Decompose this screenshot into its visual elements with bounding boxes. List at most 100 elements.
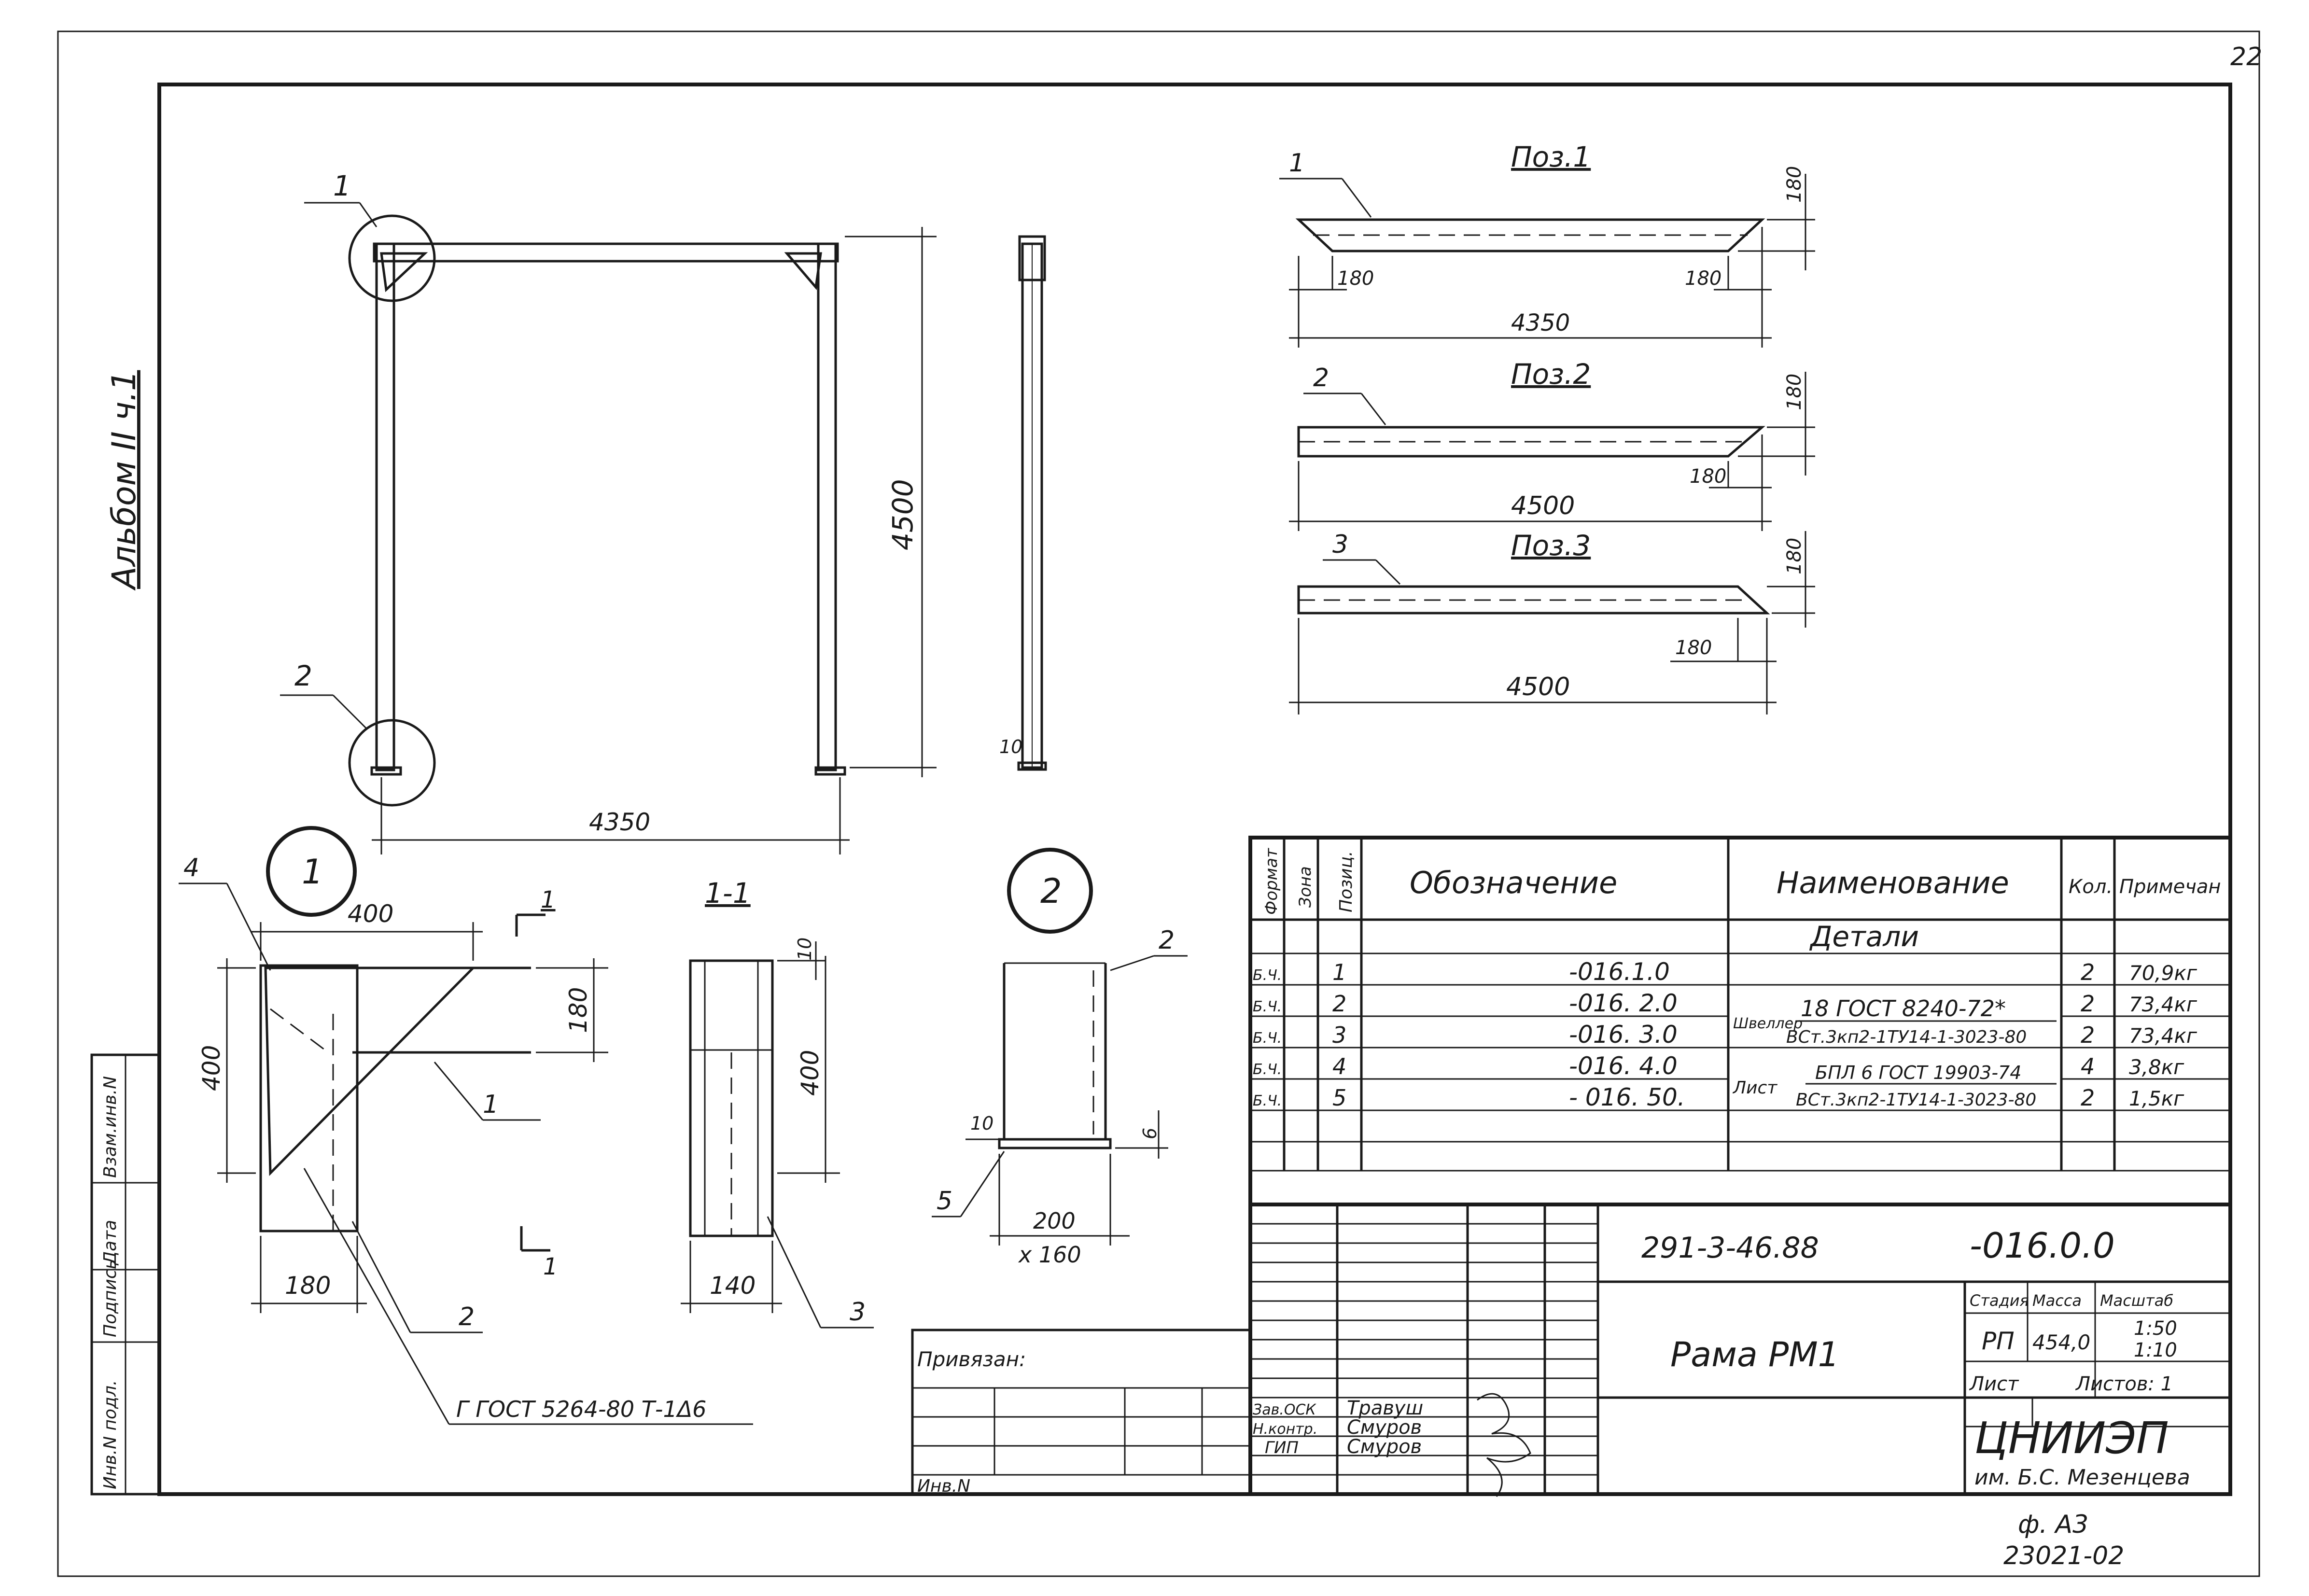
album-label: Альбом II ч.1 bbox=[105, 370, 143, 591]
spec-row-1-designation: -016.1.0 bbox=[1569, 958, 1670, 986]
side-stamp-sign: Подпись bbox=[100, 1259, 120, 1337]
node2-dim-weld: 10 bbox=[970, 1113, 994, 1134]
detail-circle-1 bbox=[348, 214, 436, 302]
sheets-label: Листов: 1 bbox=[2075, 1373, 2173, 1395]
pos2-title: Поз.2 bbox=[1511, 358, 1591, 391]
spec-header-note: Примечан bbox=[2119, 876, 2221, 898]
pos1-leader: 1 bbox=[1289, 149, 1305, 178]
title-block: 291-3-46.88 -016.0.0 Рама РМ1 Стадия Мас… bbox=[1248, 1203, 2232, 1497]
spec-row-5-pos: 5 bbox=[1332, 1085, 1346, 1111]
pos3-cut: 180 bbox=[1675, 637, 1712, 659]
width-dim: 4350 bbox=[589, 808, 650, 836]
pos2-height: 180 bbox=[1783, 374, 1805, 410]
stage-label: Стадия bbox=[1970, 1291, 2029, 1310]
signer-1-name: Травуш bbox=[1347, 1397, 1423, 1419]
spec-header-name: Наименование bbox=[1777, 865, 2009, 900]
spec-row-2-designation: -016. 2.0 bbox=[1569, 989, 1678, 1017]
frame-side-view: 10 bbox=[999, 235, 1047, 771]
doc-suffix: -016.0.0 bbox=[1970, 1225, 2115, 1266]
node1-label: 1 bbox=[302, 852, 323, 892]
pos2-drawing: Поз.2 2 180 4500 180 bbox=[1289, 358, 1815, 531]
pos2-leader: 2 bbox=[1313, 364, 1329, 392]
spec-row-4-note: 3,8кг bbox=[2129, 1055, 2184, 1079]
base-plate-right bbox=[814, 766, 846, 776]
pos3-height: 180 bbox=[1783, 538, 1805, 574]
spec-section-title: Детали bbox=[1809, 920, 1919, 953]
node1-pos-1: 1 bbox=[483, 1090, 499, 1119]
node2-detail: 2 2 5 10 6 200 x 160 bbox=[932, 848, 1188, 1268]
pos1-cut-right: 180 bbox=[1685, 267, 1721, 290]
spec-row-3-qty: 2 bbox=[2081, 1022, 2095, 1048]
drawing-name: Рама РМ1 bbox=[1670, 1335, 1839, 1374]
frame-elevation: 1 2 4350 4500 bbox=[280, 169, 937, 854]
spec-channel-top: 18 ГОСТ 8240-72* bbox=[1801, 995, 2006, 1022]
side-stamp: Инв.N подл. Подпись Дата Взам.инв.N bbox=[90, 1053, 161, 1496]
pos2-length: 4500 bbox=[1511, 491, 1575, 520]
side-stamp-inv: Инв.N подл. bbox=[100, 1380, 120, 1489]
spec-channel-bottom: ВСт.3кп2-1ТУ14-1-3023-80 bbox=[1786, 1027, 2027, 1047]
section-mark-top: 1 bbox=[541, 886, 556, 913]
spec-row-4-qty: 4 bbox=[2081, 1053, 2095, 1079]
org-sub: им. Б.С. Мезенцева bbox=[1974, 1465, 2190, 1490]
spec-row-2-pos: 2 bbox=[1332, 991, 1346, 1017]
spec-row-5-note: 1,5кг bbox=[2129, 1087, 2184, 1110]
node1-dim-top: 400 bbox=[348, 900, 393, 928]
doc-code: 291-3-46.88 bbox=[1641, 1231, 1819, 1265]
pos2-cut: 180 bbox=[1690, 465, 1726, 488]
spec-row-4-designation: -016. 4.0 bbox=[1569, 1052, 1678, 1080]
node1-detail: 1 400 400 180 180 4 1 2 Г ГОСТ 5264-80 Т… bbox=[179, 826, 753, 1425]
node1-dim-left: 400 bbox=[197, 1045, 225, 1091]
pos3-drawing: Поз.3 3 180 4500 180 bbox=[1289, 529, 1815, 714]
spec-row-4-fmt: Б.Ч. bbox=[1253, 1061, 1282, 1078]
sheet-label: Лист bbox=[1969, 1373, 2019, 1395]
section11-dim-side: 400 bbox=[796, 1050, 824, 1096]
node2-marker bbox=[1007, 848, 1093, 934]
section11-dim-bottom: 140 bbox=[710, 1272, 756, 1300]
pos3-title: Поз.3 bbox=[1511, 529, 1591, 562]
detail-circle-2 bbox=[348, 719, 436, 807]
spec-row-3-designation: -016. 3.0 bbox=[1569, 1021, 1678, 1049]
node1-pos-2: 2 bbox=[459, 1302, 475, 1331]
spec-header-pos: Позиц. bbox=[1336, 851, 1356, 912]
pos1-height: 180 bbox=[1783, 166, 1805, 203]
pos3-length: 4500 bbox=[1506, 672, 1570, 701]
spec-row-1-pos: 1 bbox=[1332, 959, 1346, 985]
spec-row-3-note: 73,4кг bbox=[2129, 1024, 2197, 1048]
base-plate-left bbox=[370, 766, 402, 776]
spec-sheet-word: Лист bbox=[1732, 1078, 1777, 1098]
pos1-length: 4350 bbox=[1511, 309, 1570, 336]
scale-label: Масштаб bbox=[2100, 1291, 2173, 1310]
spec-row-5-fmt: Б.Ч. bbox=[1253, 1092, 1282, 1109]
spec-row-5-qty: 2 bbox=[2081, 1085, 2095, 1111]
node1-dim-right: 180 bbox=[564, 987, 592, 1033]
frame-column-left bbox=[375, 242, 395, 771]
signer-3-role: ГИП bbox=[1265, 1438, 1299, 1457]
frame-beam bbox=[373, 242, 839, 263]
section11-dim-top: 10 bbox=[794, 938, 815, 961]
pos1-cut-left: 180 bbox=[1337, 267, 1374, 290]
spec-header-format: Формат bbox=[1262, 848, 1281, 915]
section-mark-bottom: 1 bbox=[543, 1253, 558, 1280]
signer-2-role: Н.контр. bbox=[1253, 1421, 1317, 1438]
node1-dim-bottom: 180 bbox=[285, 1272, 331, 1300]
node1-pos-4: 4 bbox=[183, 854, 199, 882]
height-dim: 4500 bbox=[886, 479, 919, 550]
side-base-dim: 10 bbox=[999, 736, 1022, 757]
side-stamp-date: Дата bbox=[100, 1220, 120, 1266]
weld-note: Г ГОСТ 5264-80 Т-1Δ6 bbox=[456, 1396, 706, 1422]
page-number: 22 bbox=[2230, 42, 2262, 71]
pos1-title: Поз.1 bbox=[1511, 140, 1591, 173]
node2-pos-2: 2 bbox=[1159, 926, 1175, 955]
spec-table: Формат Зона Позиц. Обозначение Наименова… bbox=[1248, 836, 2232, 1206]
node2-dim-plate: 6 bbox=[1139, 1128, 1161, 1139]
pos1-drawing: Поз.1 1 180 180 4350 180 bbox=[1279, 140, 1815, 348]
node1-marker bbox=[266, 826, 357, 917]
spec-row-4-pos: 4 bbox=[1332, 1053, 1346, 1079]
spec-row-2-qty: 2 bbox=[2081, 991, 2095, 1017]
mass-value: 454,0 bbox=[2032, 1330, 2090, 1354]
spec-row-2-fmt: Б.Ч. bbox=[1253, 998, 1282, 1015]
section-1-1: 1-1 10 400 140 3 bbox=[681, 877, 874, 1329]
spec-row-1-note: 70,9кг bbox=[2129, 961, 2197, 985]
scale-value-2: 1:10 bbox=[2134, 1339, 2177, 1361]
